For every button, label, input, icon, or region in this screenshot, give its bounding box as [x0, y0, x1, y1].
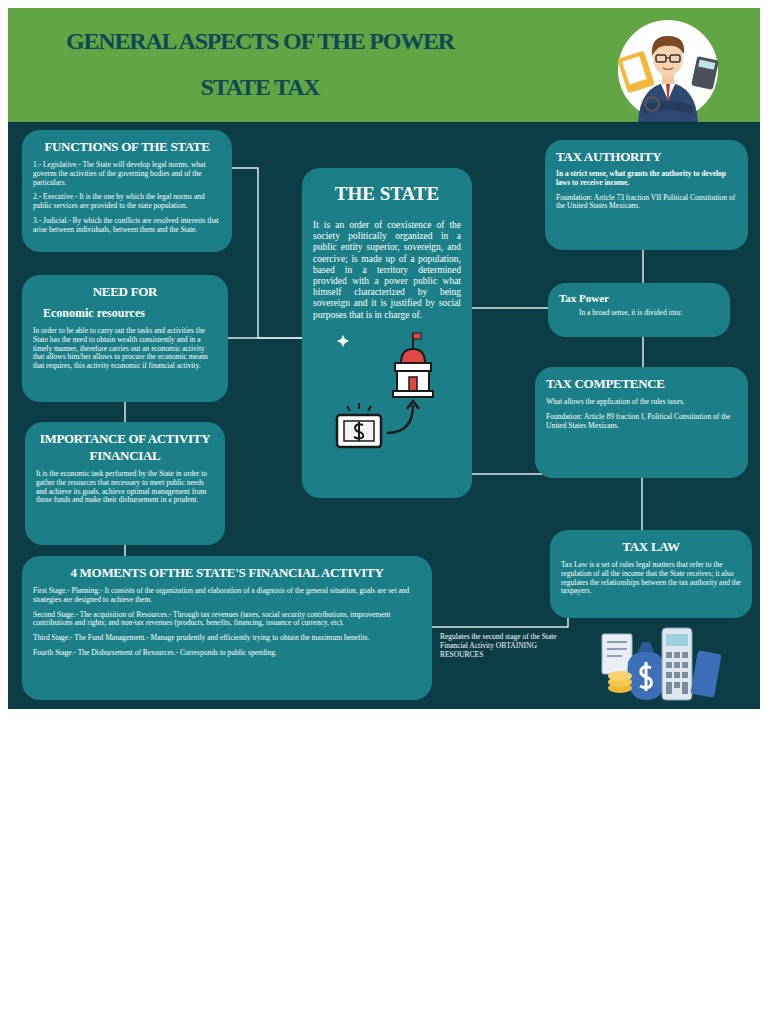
box-text: Third Stage.- The Fund Management.- Mana… [33, 634, 421, 643]
calculator [691, 56, 719, 90]
glasses-bridge [666, 57, 670, 58]
roof [395, 363, 431, 371]
box-text: It is the economic task performed by the… [36, 470, 214, 505]
box-heading: FUNCTIONS OF THE STATE [33, 138, 221, 155]
connector-line [432, 618, 568, 627]
connector-line [228, 337, 302, 339]
concept-box: 4 MOMENTS OFTHE STATE'S FINANCIAL ACTIVI… [22, 556, 432, 700]
finance-illustration [598, 622, 724, 704]
mouth [663, 68, 673, 70]
glasses-left [656, 55, 666, 62]
box-heading: Economic resources [43, 305, 217, 321]
box-text: In order to be able to carry out the tas… [33, 327, 217, 371]
box-text: Fourth Stage.- The Disbursement of Resou… [33, 649, 421, 658]
flow-arrow [387, 405, 413, 433]
calculator-keys [666, 652, 688, 694]
magnifier [645, 97, 659, 111]
box-text: It is an order of coexistence of the soc… [313, 220, 461, 321]
paper [622, 56, 647, 84]
folder [617, 51, 655, 94]
concept-box: FUNCTIONS OF THE STATE 1.- Legislative.- … [22, 130, 232, 252]
shine-line [368, 406, 371, 411]
bag-neck [638, 642, 654, 652]
concept-box: IMPORTANCE OF ACTIVITY FINANCIAL It is th… [25, 422, 225, 545]
box-heading: TAX COMPETENCE [546, 375, 737, 392]
connector-line [472, 474, 642, 530]
dollar-sign [354, 422, 363, 441]
concept-box: TAX COMPETENCE What allows the applicatio… [535, 367, 748, 478]
box-text: In a strict sense, what grants the autho… [556, 170, 737, 188]
base [393, 391, 433, 397]
box-heading: IMPORTANCE OF ACTIVITY FINANCIAL [36, 430, 214, 464]
concept-box: TAX AUTHORITY In a strict sense, what gra… [545, 140, 748, 250]
flag [413, 333, 421, 339]
box-heading: THE STATE [313, 182, 461, 206]
state-illustration [313, 329, 461, 457]
glasses-right [670, 55, 680, 62]
box-heading: TAX LAW [561, 538, 741, 555]
box-text: First Stage.- Planning.- It consists of … [33, 587, 421, 605]
dome [401, 349, 425, 363]
concept-box: NEED FOR Economic resources In order to be… [22, 275, 228, 402]
box-heading: TAX AUTHORITY [556, 148, 737, 165]
coin [608, 671, 632, 681]
box-text: 1.- Legislative.- The State will develop… [33, 161, 221, 187]
box-text: 2.- Executive.- It is the one by which t… [33, 193, 221, 211]
box-heading: Tax Power [559, 291, 719, 306]
money-bag [627, 652, 665, 700]
connector-label: Regulates the second stage of the State … [440, 632, 565, 659]
sparkle-symbol [337, 335, 349, 347]
box-text: 3.- Judicial.- By which the conflicts ar… [33, 217, 221, 235]
connector-line [642, 337, 644, 367]
concept-box: TAX LAW Tax Law is a set of rules legal m… [550, 530, 752, 618]
doc-line [607, 655, 622, 657]
box-heading: 4 MOMENTS OFTHE STATE'S FINANCIAL ACTIVI… [33, 564, 421, 581]
connector-line [472, 307, 548, 309]
central-box: THE STATE It is an order of coexistence o… [302, 168, 472, 498]
box-text: In a broad sense, it is divided into: [579, 309, 719, 318]
connector-line [124, 545, 126, 556]
crossed-arms [642, 101, 694, 114]
box-text: Foundation: Article 73 fraction VII Poli… [556, 194, 737, 212]
door [409, 377, 417, 391]
calculator-screen [666, 634, 688, 646]
connector-line [232, 168, 302, 338]
box-text: Second Stage.- The acquisition of Resour… [33, 611, 421, 629]
box-heading: NEED FOR [33, 283, 217, 300]
page-title: GENERAL ASPECTS OF THE POWER STATE TAX [50, 18, 470, 110]
banknote [337, 415, 381, 447]
dollar-sign [640, 662, 651, 691]
hair [652, 36, 684, 56]
calculator [662, 628, 692, 700]
box-text: Foundation: Article 89 fraction I, Polit… [546, 413, 737, 431]
shine-line [358, 403, 360, 409]
building [397, 371, 429, 391]
icon-backdrop [618, 20, 718, 120]
note-inner [344, 421, 374, 441]
concept-box: Tax Power In a broad sense, it is divided… [548, 283, 730, 337]
document [602, 634, 632, 674]
suit [638, 82, 698, 122]
doc-line [607, 641, 627, 643]
doc-line [607, 648, 627, 650]
box-text: Tax Law is a set of rules legal matters … [561, 561, 741, 596]
banknote [690, 650, 721, 697]
box-text: What allows the application of the rules… [546, 398, 737, 407]
calculator-screen [698, 60, 715, 70]
connector-line [642, 250, 644, 283]
connector-line [124, 402, 126, 422]
shine-line [347, 406, 350, 411]
accountant-illustration [612, 14, 730, 122]
flow-arrowhead [407, 401, 419, 409]
